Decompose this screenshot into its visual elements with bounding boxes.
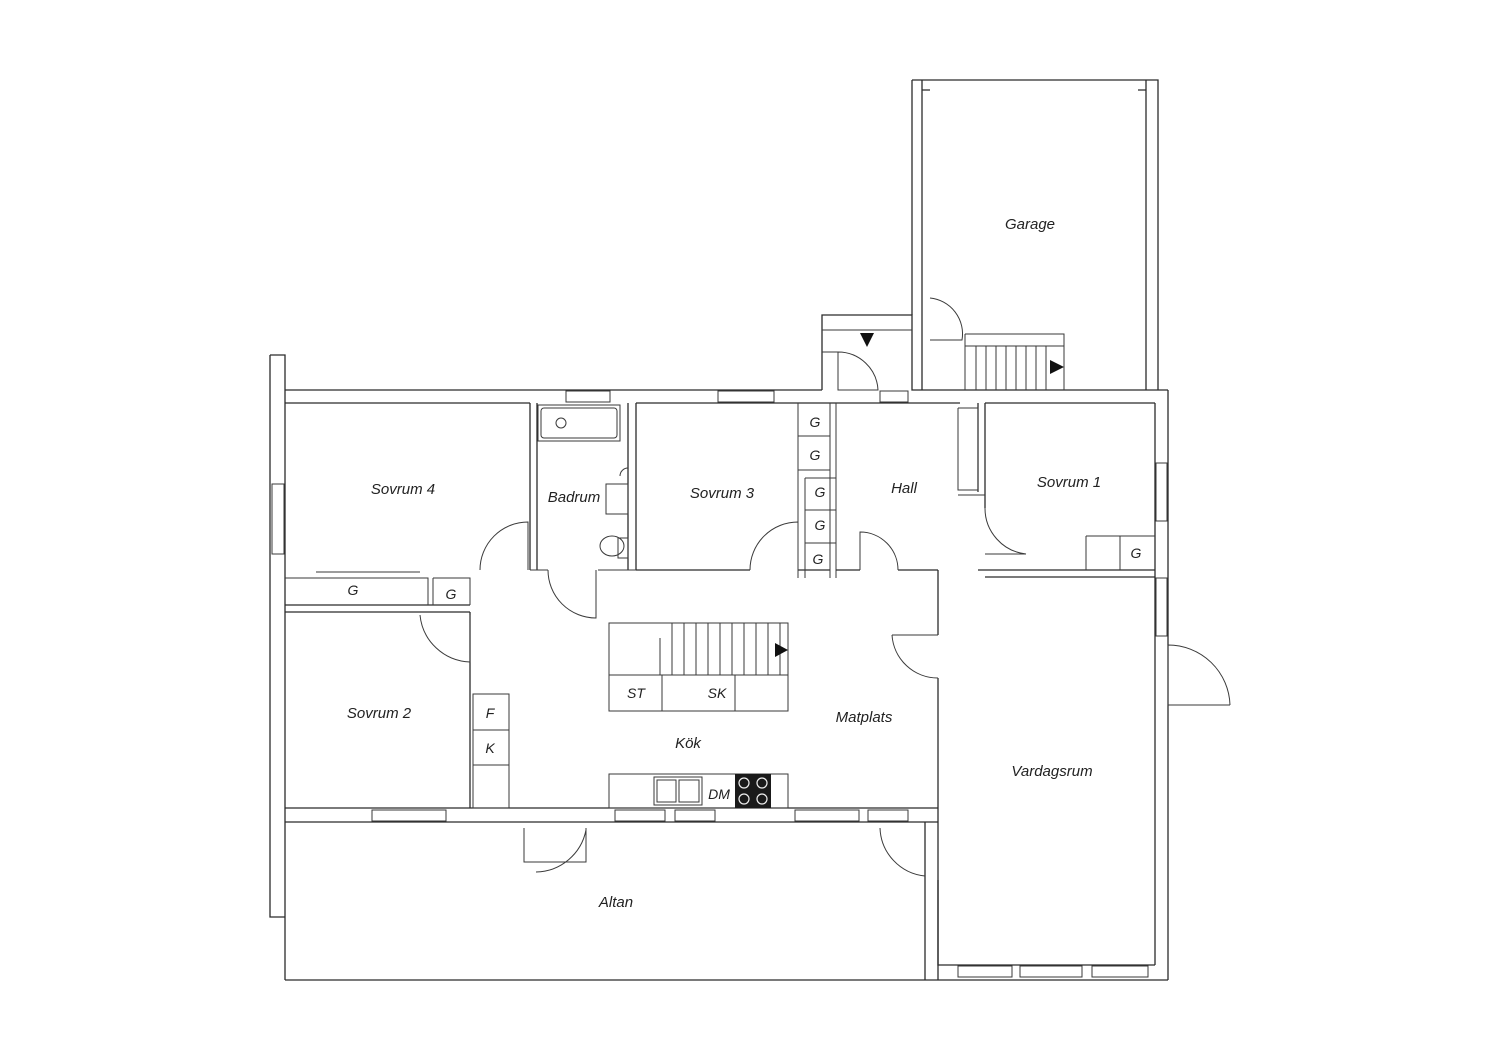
room-labels: Garage Sovrum 4 Badrum Sovrum 3 Hall Sov… bbox=[347, 216, 1101, 911]
interior-walls bbox=[285, 402, 1155, 980]
wardrobe-label: G bbox=[813, 551, 824, 567]
kitchen-fixtures bbox=[472, 693, 789, 809]
cleaning-closet-label: ST bbox=[627, 685, 646, 701]
room-label-sovrum-2: Sovrum 2 bbox=[347, 705, 412, 722]
dishwasher-label: DM bbox=[708, 786, 730, 802]
room-label-vardagsrum: Vardagsrum bbox=[1011, 763, 1092, 780]
stair-arrow-icon bbox=[775, 643, 788, 657]
doors bbox=[419, 297, 1231, 877]
garage-stair-arrow-icon bbox=[1050, 360, 1064, 374]
freezer-label: F bbox=[486, 705, 496, 721]
room-label-matplats: Matplats bbox=[836, 709, 893, 726]
room-label-badrum: Badrum bbox=[548, 489, 601, 506]
main-stair bbox=[608, 346, 1047, 712]
outer-walls bbox=[269, 79, 1169, 981]
fixture-labels: G G G G G G G G F K ST SK DM bbox=[348, 414, 1142, 802]
wardrobe-label: G bbox=[446, 586, 457, 602]
room-label-kok: Kök bbox=[675, 735, 702, 752]
wardrobe-label: G bbox=[348, 582, 359, 598]
fridge-label: K bbox=[485, 740, 495, 756]
room-label-hall: Hall bbox=[891, 480, 918, 497]
wardrobe-label: G bbox=[810, 414, 821, 430]
cabinet-label: SK bbox=[708, 685, 727, 701]
wardrobe-label: G bbox=[810, 447, 821, 463]
wardrobe-label: G bbox=[815, 484, 826, 500]
room-label-sovrum-3: Sovrum 3 bbox=[690, 485, 755, 502]
room-label-altan: Altan bbox=[598, 894, 633, 911]
room-label-garage: Garage bbox=[1005, 216, 1055, 233]
bathroom-fixtures bbox=[537, 404, 629, 559]
windows bbox=[271, 390, 1168, 978]
room-label-sovrum-1: Sovrum 1 bbox=[1037, 474, 1101, 491]
entrance-arrow-icon bbox=[860, 333, 874, 347]
wardrobe-label: G bbox=[815, 517, 826, 533]
room-label-sovrum-4: Sovrum 4 bbox=[371, 481, 435, 498]
wardrobe-label: G bbox=[1131, 545, 1142, 561]
